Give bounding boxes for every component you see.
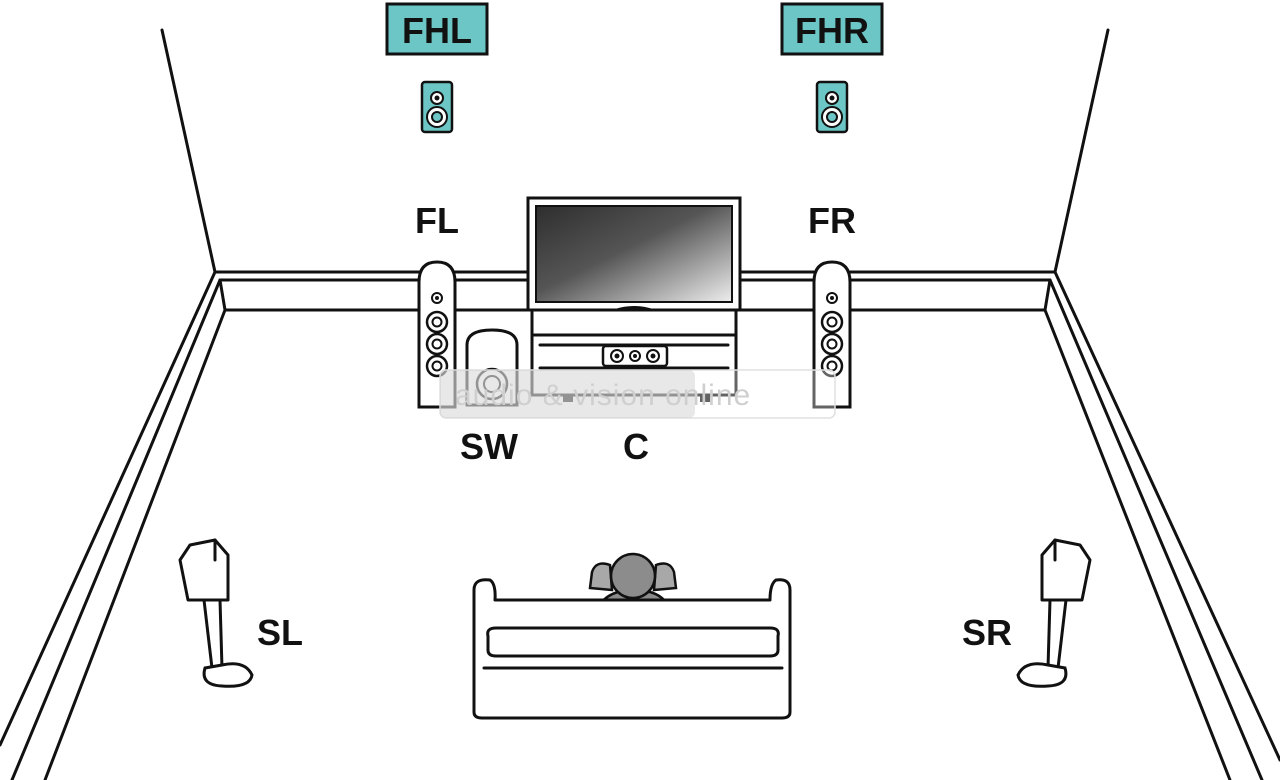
sr-speaker-icon bbox=[1016, 538, 1092, 688]
watermark: audio & vision online bbox=[439, 369, 836, 419]
sl-label: SL bbox=[257, 612, 303, 653]
fr-label: FR bbox=[808, 200, 856, 241]
sr-label: SR bbox=[962, 612, 1012, 653]
room-outline bbox=[0, 28, 1280, 780]
sofa-icon bbox=[472, 578, 792, 720]
fhl-speaker-icon bbox=[420, 80, 454, 134]
fhr-tag-box bbox=[780, 2, 884, 56]
fhl-tag: FHL bbox=[385, 2, 489, 56]
fhl-label: FHL bbox=[402, 10, 472, 51]
subwoofer-icon bbox=[465, 328, 519, 407]
fhl-tag-box bbox=[385, 2, 489, 56]
center-speaker-icon bbox=[601, 344, 669, 368]
fhr-speaker-icon bbox=[815, 80, 849, 134]
sl-speaker-icon bbox=[178, 538, 254, 688]
watermark-text: audio & vision online bbox=[455, 379, 751, 412]
fhr-label: FHR bbox=[795, 10, 869, 51]
fl-label: FL bbox=[415, 200, 459, 241]
c-label: C bbox=[623, 426, 649, 467]
fhr-tag: FHR bbox=[780, 2, 884, 56]
sw-label: SW bbox=[460, 426, 518, 467]
television-icon bbox=[526, 196, 742, 322]
